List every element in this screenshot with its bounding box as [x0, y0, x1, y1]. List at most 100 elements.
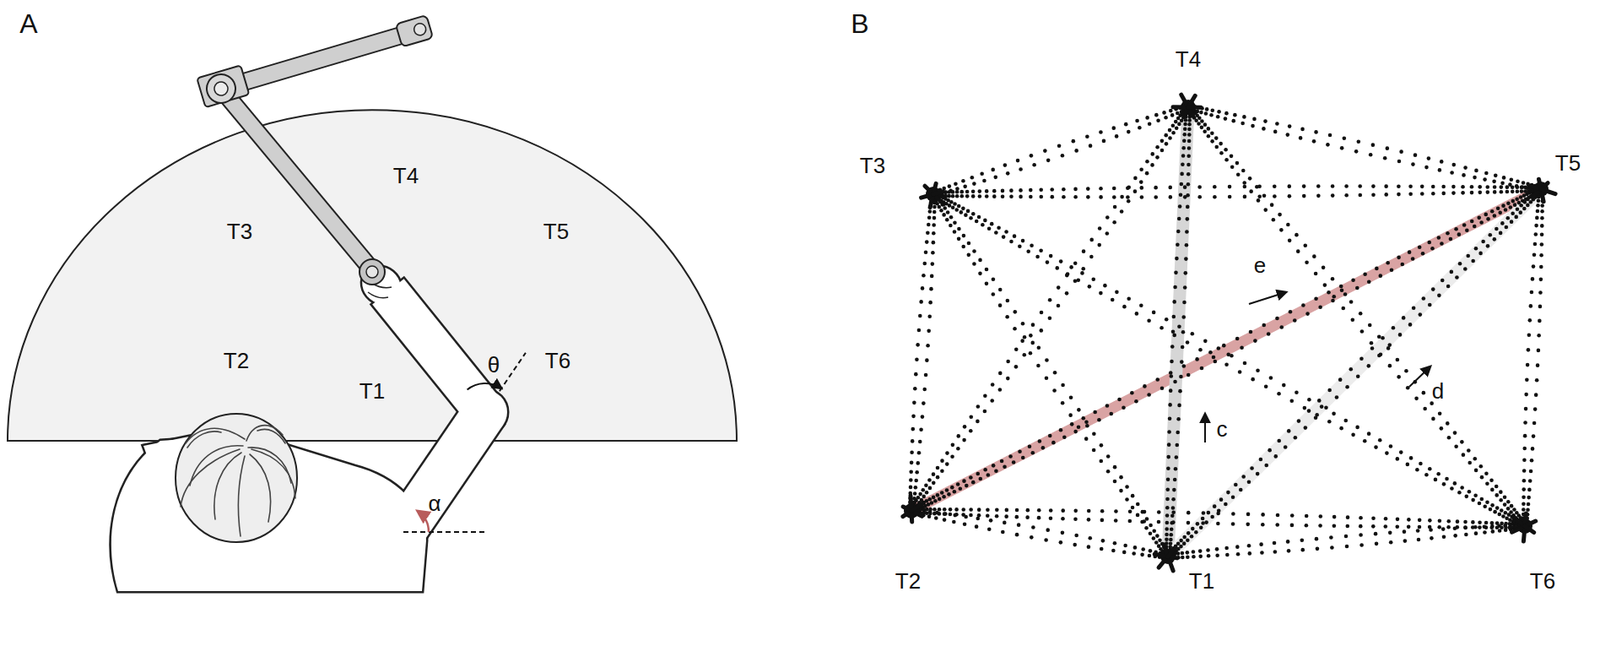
- trajectory-dot: [1186, 162, 1191, 168]
- trajectory-dot: [1140, 185, 1145, 190]
- trajectory-dot: [971, 480, 976, 485]
- trajectory-dot: [1001, 234, 1006, 239]
- trajectory-dot: [1275, 316, 1280, 321]
- trajectory-dot: [1482, 529, 1487, 535]
- trajectory-dot: [1043, 537, 1049, 542]
- trajectory-dot: [1135, 311, 1140, 316]
- trajectory-dot: [1167, 429, 1172, 434]
- trajectory-dot: [1247, 480, 1252, 485]
- trajectory-dot: [932, 205, 937, 210]
- trajectory-dot: [1081, 416, 1086, 421]
- trajectory-dot: [953, 181, 958, 186]
- trajectory-dot: [920, 286, 925, 291]
- trajectory-dot: [1106, 469, 1111, 474]
- trajectory-dot: [1237, 369, 1243, 374]
- trajectory-dot: [1417, 524, 1422, 530]
- trajectory-dot: [1248, 189, 1254, 194]
- trajectory-dot: [1418, 461, 1423, 466]
- trajectory-dot: [1198, 347, 1203, 352]
- shoulder-reference-line: [403, 530, 486, 533]
- trajectory-dot: [1355, 286, 1360, 291]
- trajectory-dot: [961, 206, 966, 211]
- trajectory-dot: [1440, 278, 1445, 283]
- trajectory-dot: [1340, 306, 1346, 311]
- trajectory-dot: [956, 227, 962, 232]
- trajectory-dot: [1246, 512, 1251, 517]
- trajectory-dot: [1461, 452, 1466, 457]
- trajectory-dot: [1171, 123, 1176, 128]
- trajectory-dot: [1003, 162, 1008, 168]
- trajectory-dot: [1499, 521, 1504, 526]
- trajectory-dot: [1153, 194, 1158, 200]
- trajectory-dot: [1345, 544, 1350, 549]
- trajectory-dot: [1021, 455, 1026, 460]
- trajectory-dot: [1499, 189, 1504, 195]
- trajectory-dot: [1492, 509, 1498, 514]
- trajectory-dot: [1112, 186, 1117, 191]
- trajectory-dot: [968, 475, 973, 480]
- trajectory-dot: [1060, 383, 1065, 388]
- trajectory-dot: [978, 189, 983, 194]
- trajectory-dot: [1513, 202, 1518, 207]
- theta-arc: [467, 383, 503, 390]
- trajectory-dot: [1538, 290, 1543, 295]
- trajectory-dot: [1539, 277, 1544, 282]
- trajectory-dot: [1037, 345, 1042, 351]
- trajectory-dot: [1451, 162, 1456, 168]
- trajectory-dot: [1162, 110, 1167, 115]
- trajectory-dot: [1156, 519, 1162, 525]
- trajectory-dot: [1463, 165, 1468, 170]
- trajectory-dot: [1362, 271, 1368, 276]
- trajectory-dot: [1300, 537, 1305, 542]
- trajectory-dot: [1242, 180, 1247, 185]
- trajectory-dot: [977, 513, 982, 518]
- trajectory-dot: [1243, 184, 1248, 190]
- trajectory-dot: [1421, 390, 1427, 395]
- trajectory-dot: [1215, 552, 1220, 557]
- trajectory-dot: [1173, 270, 1179, 276]
- trajectory-dot: [1539, 264, 1544, 270]
- trajectory-dot: [1296, 248, 1301, 254]
- trajectory-dot: [1339, 426, 1344, 431]
- trajectory-dot: [1427, 518, 1433, 523]
- trajectory-dot: [983, 218, 988, 223]
- trajectory-dot: [1481, 239, 1486, 244]
- trajectory-dot: [1537, 318, 1542, 324]
- trajectory-dot: [1484, 524, 1489, 530]
- trajectory-dot: [1540, 209, 1545, 214]
- trajectory-dot: [1124, 484, 1130, 489]
- trajectory-dot: [1331, 411, 1336, 417]
- trajectory-dot: [1086, 508, 1092, 514]
- trajectory-dot: [1532, 421, 1537, 426]
- trajectory-dot: [1477, 501, 1482, 506]
- trajectory-dot: [1249, 465, 1255, 471]
- trajectory-dot: [1437, 167, 1443, 173]
- trajectory-dot: [924, 482, 929, 487]
- trajectory-dot: [1351, 277, 1356, 282]
- trajectory-dot: [1049, 187, 1055, 192]
- trajectory-dot: [1160, 386, 1165, 391]
- trajectory-dot: [924, 239, 930, 244]
- trajectory-dot: [1146, 392, 1152, 397]
- trajectory-dot: [1130, 493, 1136, 498]
- trajectory-dot: [1085, 423, 1090, 428]
- trajectory-dot: [932, 507, 937, 512]
- trajectory-dot: [917, 328, 922, 333]
- trajectory-dot: [1198, 554, 1203, 559]
- trajectory-dot: [1495, 524, 1500, 530]
- trajectory-dots: [908, 103, 1546, 561]
- trajectory-dot: [1039, 328, 1044, 333]
- trajectory-dot: [1494, 492, 1499, 498]
- trajectory-dot: [994, 508, 1000, 513]
- trajectory-dot: [1470, 259, 1476, 264]
- trajectory-dot: [1177, 216, 1182, 222]
- trajectory-dot: [1531, 433, 1536, 438]
- trajectory-dot: [1442, 535, 1447, 540]
- trajectory-dot: [1170, 513, 1175, 519]
- trajectory-dot: [1534, 392, 1539, 397]
- trajectory-dot: [1126, 296, 1131, 301]
- trajectory-dot: [1420, 184, 1425, 190]
- trajectory-dot: [1446, 518, 1451, 524]
- trajectory-dot: [960, 194, 965, 199]
- trajectory-dot: [989, 398, 995, 403]
